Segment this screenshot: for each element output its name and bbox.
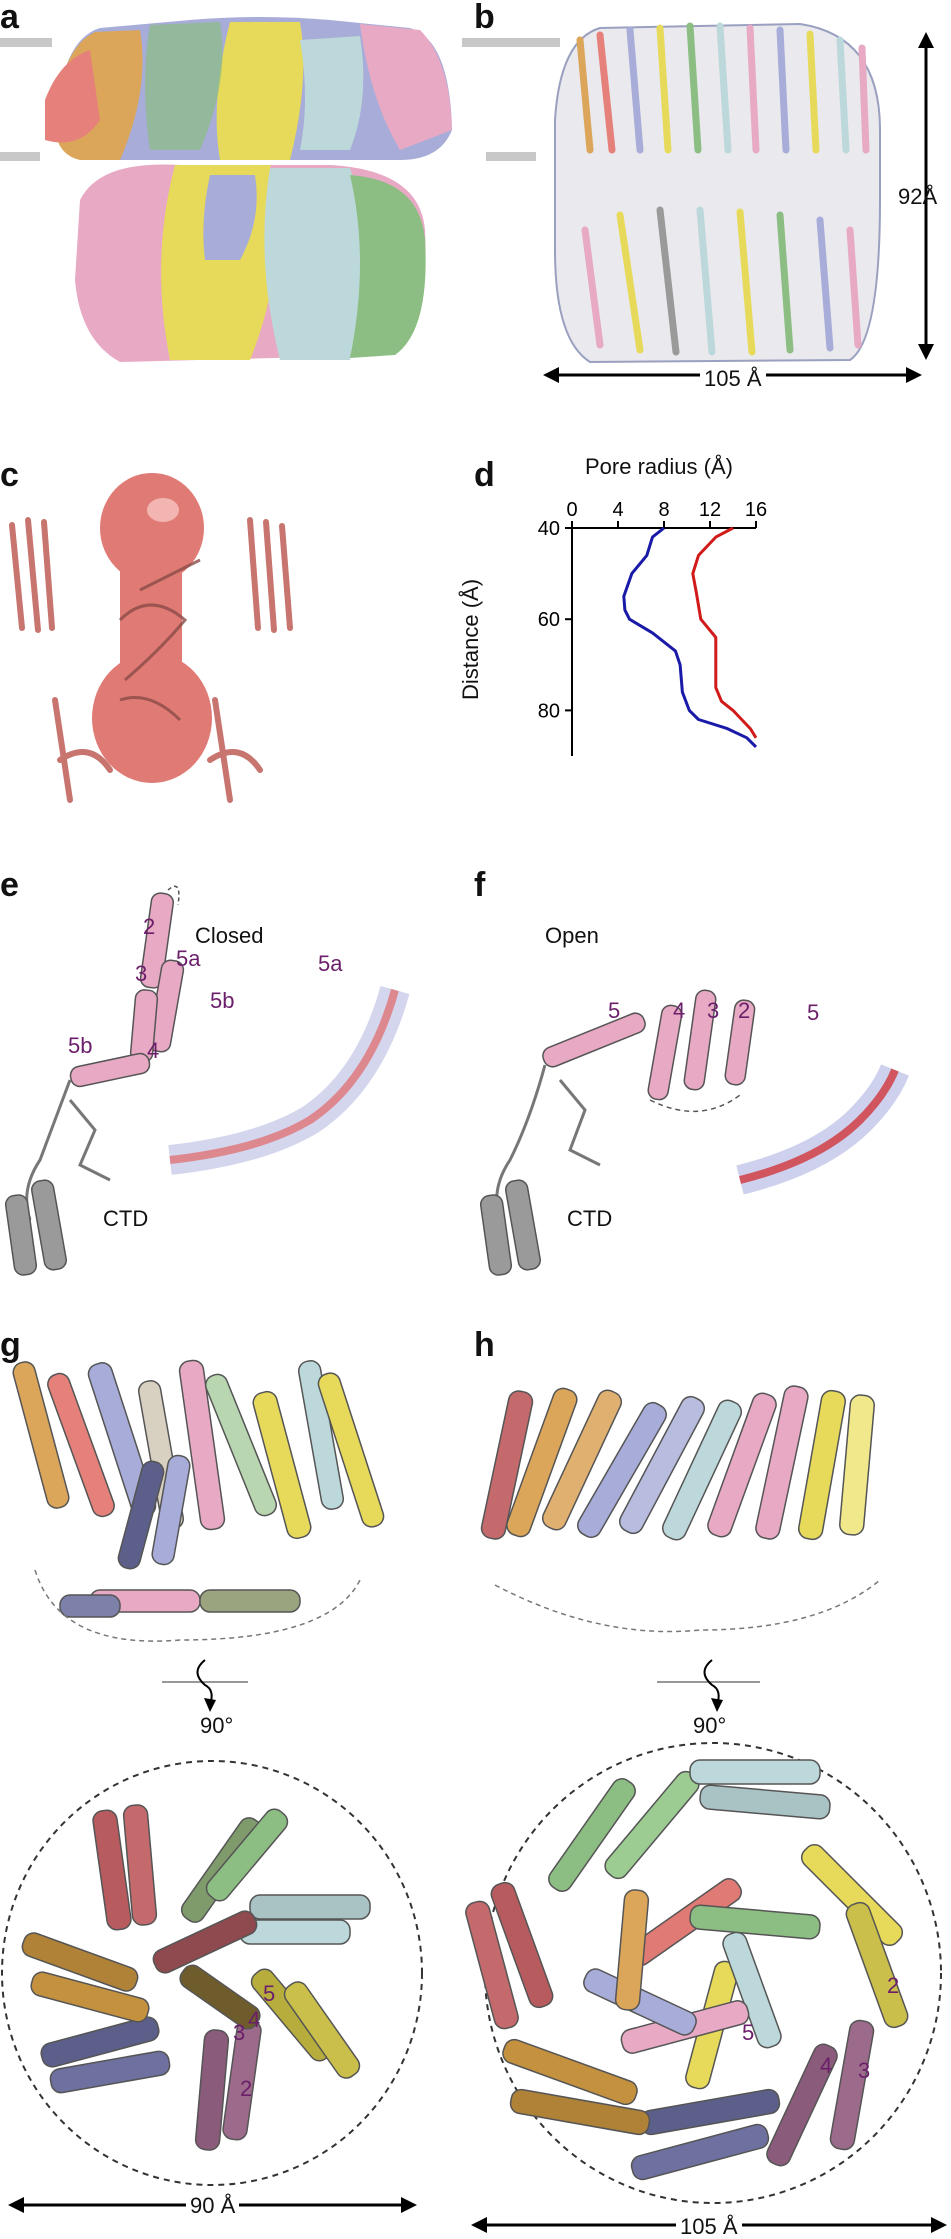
helix-label-5-g: 5: [263, 1981, 276, 2006]
chart-y-axis-title: Distance (Å): [458, 578, 483, 700]
helix-label-4-closed: 4: [147, 1038, 160, 1063]
helix-label-4-g: 4: [248, 2007, 261, 2032]
pore-sphere-bottom: [92, 653, 212, 783]
panel-letter-e: e: [0, 866, 19, 904]
panel-h-side-view: [480, 1385, 881, 1633]
helix-2-closed: [139, 892, 175, 989]
chart-series-line-2: [691, 526, 758, 739]
helix-label-5-h: 5: [742, 2020, 755, 2045]
pore-sphere-top: [100, 473, 204, 583]
panel-letter-c: c: [0, 456, 19, 494]
panel-letter-a: a: [0, 0, 19, 36]
membrane-marker-top: [0, 38, 52, 47]
width-label: 105 Å: [700, 368, 766, 390]
helix-label-5a-closed: 5a: [176, 946, 201, 971]
density-label-5b: 5b: [210, 988, 235, 1013]
closed-state-label: Closed: [195, 923, 264, 948]
panel-letter-f: f: [474, 866, 486, 904]
membrane-marker-bottom: [0, 152, 40, 161]
height-label: 92Å: [898, 184, 938, 209]
panel-g-side-view: [12, 1359, 385, 1642]
panel-b-ribbon-model: [462, 22, 934, 383]
helix-label-3-h: 3: [858, 2058, 871, 2083]
helix-label-2-open: 2: [738, 998, 751, 1023]
chart-y-tick-label: 60: [538, 609, 560, 631]
helix-label-5b-closed: 5b: [68, 1033, 93, 1058]
helix-label-3-g: 3: [233, 2020, 246, 2045]
ctd-label-open: CTD: [567, 1206, 613, 1231]
panel-g-top-view: [1, 1760, 423, 2213]
panel-letter-g: g: [0, 1326, 21, 1364]
helix-label-2-g: 2: [240, 2076, 253, 2101]
chart-x-tick-label: 4: [612, 499, 623, 521]
panel-letter-b: b: [474, 0, 495, 36]
rotation-label-g: 90°: [200, 1713, 234, 1738]
membrane-marker-bottom-b: [486, 152, 536, 161]
chart-x-tick-label: 16: [745, 499, 767, 521]
panel-letter-h: h: [474, 1326, 495, 1364]
open-diameter-label: 105 Å: [676, 2216, 742, 2238]
helix-label-4-open: 4: [673, 998, 686, 1023]
panel-f-open-state: [479, 989, 909, 1276]
helix-label-2-closed: 2: [143, 914, 156, 939]
helix-label-4-h: 4: [820, 2053, 833, 2078]
chart-x-tick-label: 8: [658, 499, 669, 521]
chart-x-tick-label: 0: [566, 499, 577, 521]
open-state-label: Open: [545, 923, 599, 948]
panel-a-density-map: [0, 17, 452, 362]
chart-series-line-1: [622, 526, 758, 748]
pore-radius-chart: 0 4 8 12 16 40 60 80: [538, 499, 767, 756]
helix-label-5-open: 5: [608, 998, 621, 1023]
panel-c-pore-model: [9, 473, 293, 803]
helix-label-3-open: 3: [707, 998, 720, 1023]
panel-e-closed-state: [4, 885, 410, 1276]
chart-y-tick-label: 40: [538, 518, 560, 540]
density-label-5a: 5a: [318, 951, 343, 976]
chart-x-tick-label: 12: [699, 499, 721, 521]
closed-diameter-label: 90 Å: [186, 2195, 240, 2217]
chart-x-axis-title: Pore radius (Å): [585, 454, 733, 479]
chart-y-tick-label: 80: [538, 700, 560, 722]
rotation-label-h: 90°: [693, 1713, 727, 1738]
ctd-label-closed: CTD: [103, 1206, 149, 1231]
density-label-5-open: 5: [807, 1000, 820, 1025]
panel-h-rotation-arrow: [657, 1659, 760, 1712]
panel-letter-d: d: [474, 456, 495, 494]
panel-h-top-view: [465, 1742, 947, 2233]
helix-label-3-closed: 3: [135, 961, 148, 986]
membrane-marker-top-b: [462, 38, 560, 47]
closed-pore-boundary: [1, 1760, 423, 2186]
panel-g-rotation-arrow: [162, 1659, 248, 1712]
helix-label-2-h: 2: [887, 1973, 900, 1998]
